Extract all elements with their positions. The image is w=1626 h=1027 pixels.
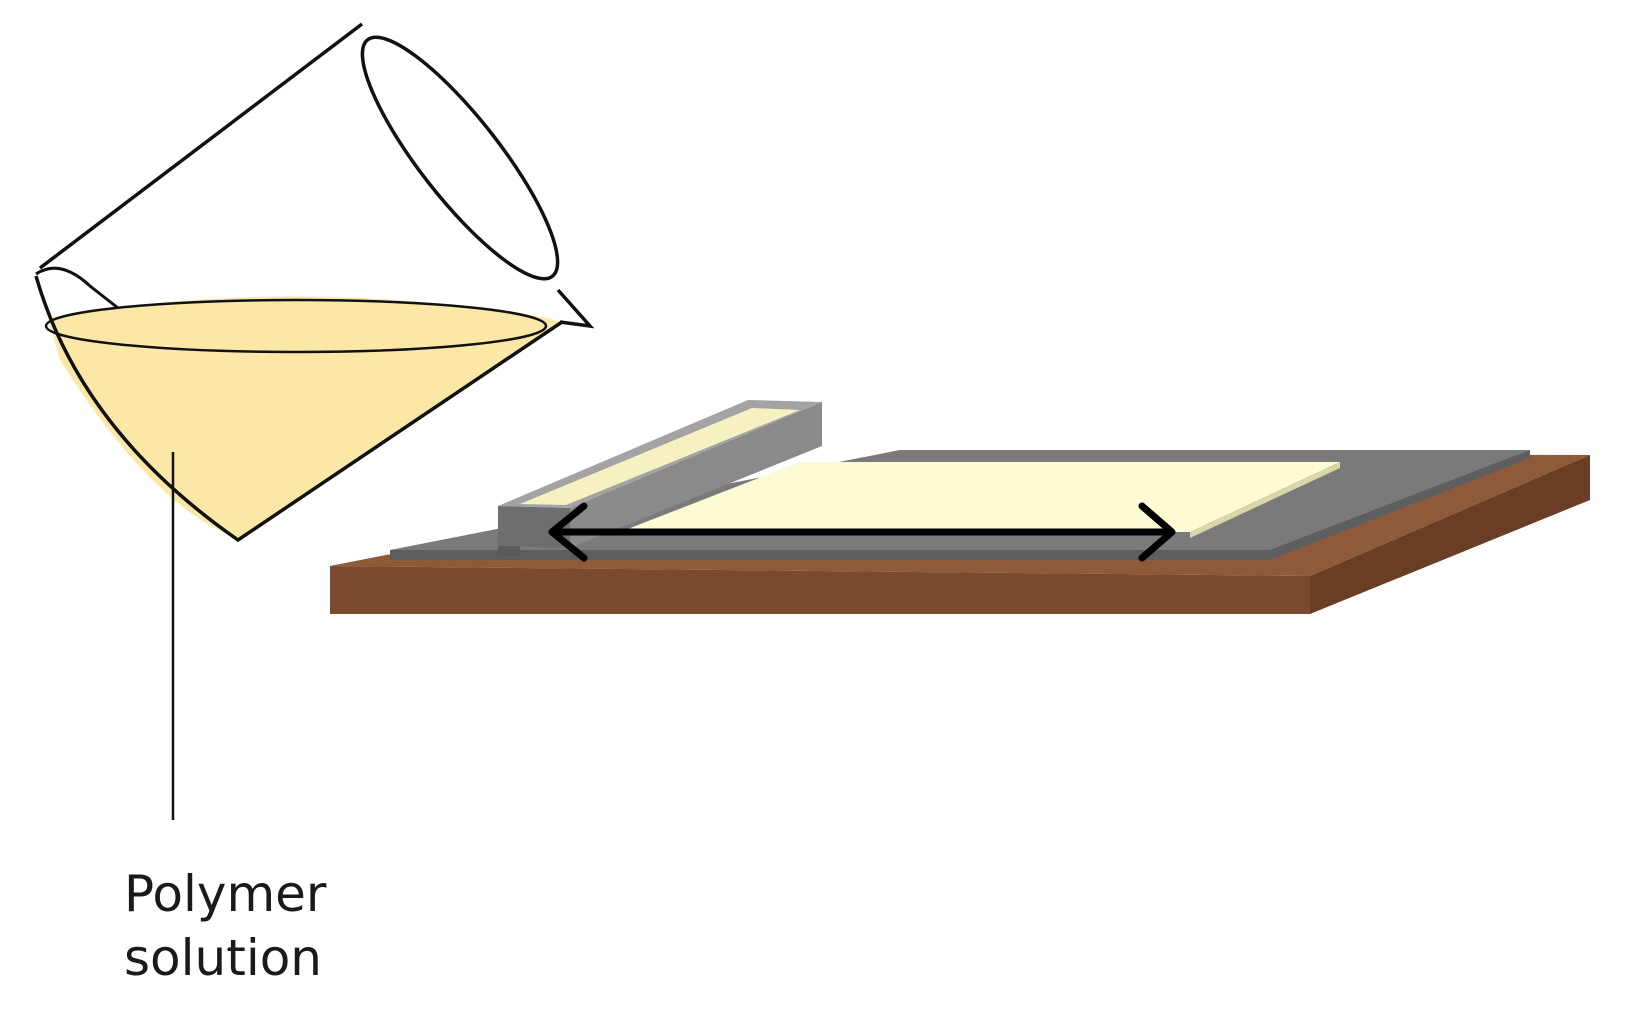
beaker-edge-top	[38, 22, 364, 270]
beaker-rim	[360, 35, 560, 281]
glass-plate-side	[1270, 450, 1530, 560]
beaker-icon	[34, 22, 595, 543]
label-line-1: Polymer	[124, 865, 327, 923]
solution-surface	[44, 298, 548, 354]
applicator-reservoir	[520, 408, 800, 505]
applicator-front	[498, 506, 570, 548]
film-applicator-icon	[498, 400, 822, 556]
substrate-side	[1310, 455, 1590, 614]
cast-film-edge	[1190, 462, 1340, 538]
beaker-edge-bottom	[34, 275, 563, 543]
cast-film	[620, 462, 1340, 532]
beaker-spout-tip	[556, 288, 595, 329]
label-line-2: solution	[124, 929, 322, 987]
beaker-spout	[35, 266, 119, 310]
casting-plate	[330, 450, 1590, 614]
polymer-solution-label: Polymer solution	[124, 862, 326, 990]
substrate-front	[330, 566, 1310, 614]
glass-plate-front	[390, 550, 1270, 560]
double-arrow-icon	[548, 502, 1176, 562]
arrow-head-left	[548, 502, 588, 562]
arrow-head-right	[1138, 502, 1176, 562]
applicator-leg	[498, 546, 520, 556]
polymer-solution	[48, 296, 560, 538]
applicator-side	[570, 402, 822, 548]
